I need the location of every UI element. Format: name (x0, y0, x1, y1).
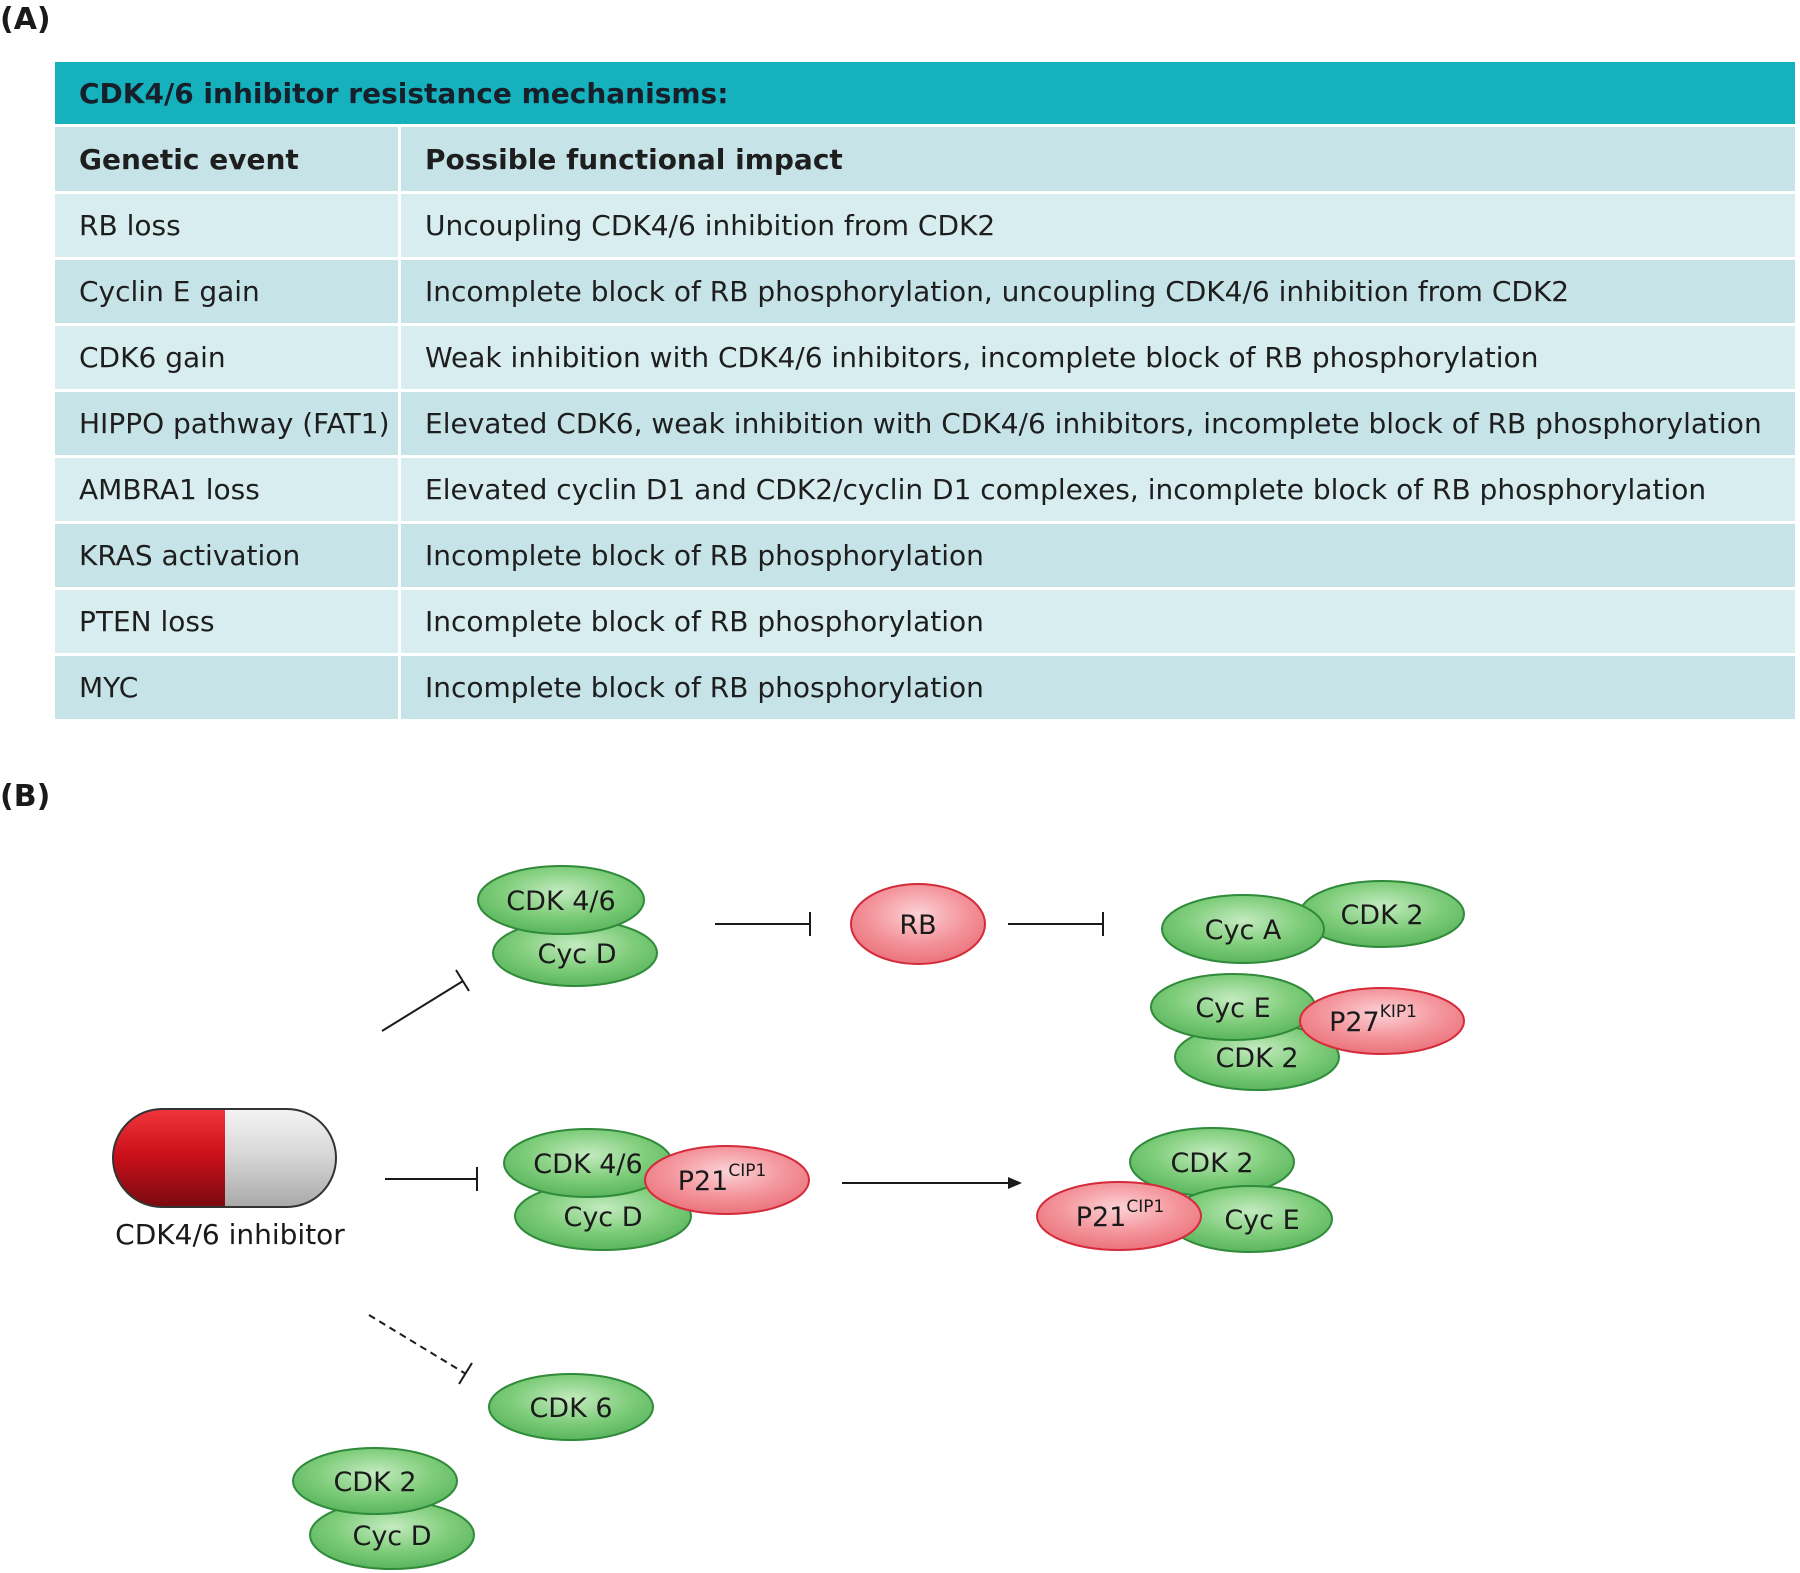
cyca-label: Cyc A (1205, 915, 1282, 946)
cdk2-label: CDK 2 (1340, 900, 1423, 931)
genetic-event-cell: CDK6 gain (55, 323, 401, 391)
cdk2-label: CDK 2 (1170, 1148, 1253, 1179)
cdk6-node: CDK 6 (488, 1373, 654, 1441)
cyca-cdk2-complex: Cyc A CDK 2 (1161, 880, 1465, 964)
cdk2-cycd-complex: CDK 2 Cyc D (292, 1447, 475, 1570)
functional-impact-cell: Incomplete block of RB phosphorylation, … (399, 257, 1795, 325)
inhibition-line-from-rb (1008, 912, 1104, 936)
cycd-label: Cyc D (537, 939, 616, 970)
inhibition-line-to-cdk46-cycd (381, 969, 470, 1032)
cyce-cdk2-p27-complex: Cyc E CDK 2 P27KIP1 (1150, 973, 1465, 1091)
cdk46-cycd-complex: CDK 4/6 Cyc D (477, 865, 658, 987)
table-row: HIPPO pathway (FAT1)Elevated CDK6, weak … (55, 389, 1795, 457)
functional-impact-cell: Elevated CDK6, weak inhibition with CDK4… (399, 389, 1795, 457)
cdk2-label: CDK 2 (333, 1467, 416, 1498)
cyce-label: Cyc E (1195, 993, 1270, 1024)
cdk6-label: CDK 6 (529, 1393, 612, 1424)
genetic-event-cell: HIPPO pathway (FAT1) (55, 389, 401, 457)
cdk46-label: CDK 4/6 (506, 886, 615, 917)
table-title: CDK4/6 inhibitor resistance mechanisms: (55, 62, 1795, 126)
genetic-event-cell: AMBRA1 loss (55, 455, 401, 523)
functional-impact-cell: Incomplete block of RB phosphorylation (399, 521, 1795, 589)
functional-impact-cell: Weak inhibition with CDK4/6 inhibitors, … (399, 323, 1795, 391)
genetic-event-cell: MYC (55, 653, 401, 719)
rb-node: RB (850, 883, 986, 965)
weak-inhibition-line-to-cdk6 (368, 1314, 473, 1385)
functional-impact-cell: Incomplete block of RB phosphorylation (399, 653, 1795, 719)
genetic-event-cell: Cyclin E gain (55, 257, 401, 325)
cdk2-label: CDK 2 (1215, 1043, 1298, 1074)
functional-impact-cell: Incomplete block of RB phosphorylation (399, 587, 1795, 655)
cycd-label: Cyc D (563, 1202, 642, 1233)
drug-label: CDK4/6 inhibitor (115, 1218, 345, 1251)
inhibition-line-to-p21-complex (385, 1167, 478, 1191)
panel-b-label: (B) (0, 779, 51, 814)
column-header-genetic-event: Genetic event (55, 124, 401, 193)
cdk46-label: CDK 4/6 (533, 1149, 642, 1180)
genetic-event-cell: KRAS activation (55, 521, 401, 589)
cdk46-p21-cycd-complex: CDK 4/6 Cyc D P21CIP1 (503, 1128, 810, 1251)
cycd-label: Cyc D (352, 1521, 431, 1552)
drug-capsule-icon (112, 1108, 337, 1208)
resistance-mechanisms-table: CDK4/6 inhibitor resistance mechanisms: … (55, 62, 1795, 719)
functional-impact-cell: Elevated cyclin D1 and CDK2/cyclin D1 co… (399, 455, 1795, 523)
cyce-label: Cyc E (1224, 1205, 1299, 1236)
p21-label: P21CIP1 (1076, 1197, 1165, 1233)
cdk2-p21-cyce-complex: CDK 2 Cyc E P21CIP1 (1036, 1127, 1333, 1253)
p21-label: P21CIP1 (678, 1161, 767, 1197)
genetic-event-cell: PTEN loss (55, 587, 401, 655)
inhibition-line-to-rb (715, 912, 811, 936)
genetic-event-cell: RB loss (55, 191, 401, 259)
functional-impact-cell: Uncoupling CDK4/6 inhibition from CDK2 (399, 191, 1795, 259)
panel-a-label: (A) (0, 2, 51, 37)
column-header-functional-impact: Possible functional impact (399, 124, 1795, 193)
rb-label: RB (899, 910, 936, 941)
p27-label: P27KIP1 (1329, 1002, 1417, 1038)
